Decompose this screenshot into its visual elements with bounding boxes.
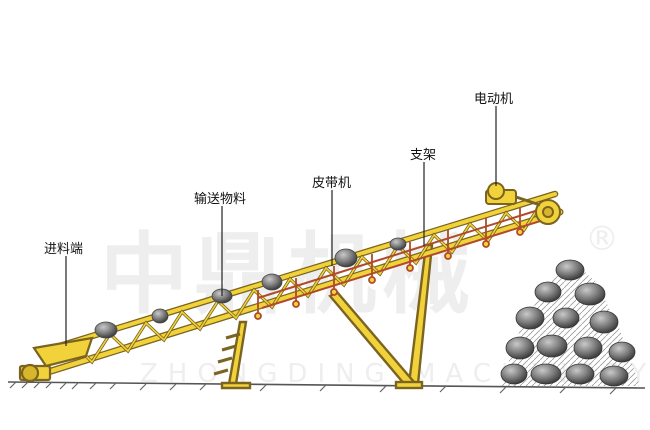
motor	[485, 182, 541, 207]
ladder	[213, 332, 241, 376]
label-motor: 电动机	[474, 92, 514, 107]
label-belt: 皮带机	[312, 176, 352, 191]
idler-rollers	[254, 208, 524, 320]
label-support: 支架	[410, 148, 437, 163]
ground	[7, 381, 646, 395]
belt	[257, 206, 551, 309]
feed-hopper	[18, 336, 94, 383]
head-pulley	[535, 199, 561, 225]
label-feed-end: 进料端	[44, 242, 84, 257]
label-conveyed-material: 输送物料	[194, 192, 247, 207]
leader-lines	[65, 106, 497, 346]
watermark-registered-mark: ®	[585, 219, 619, 259]
material-pile	[500, 259, 640, 387]
ground-hatch	[9, 381, 617, 395]
support-frame	[220, 243, 434, 390]
